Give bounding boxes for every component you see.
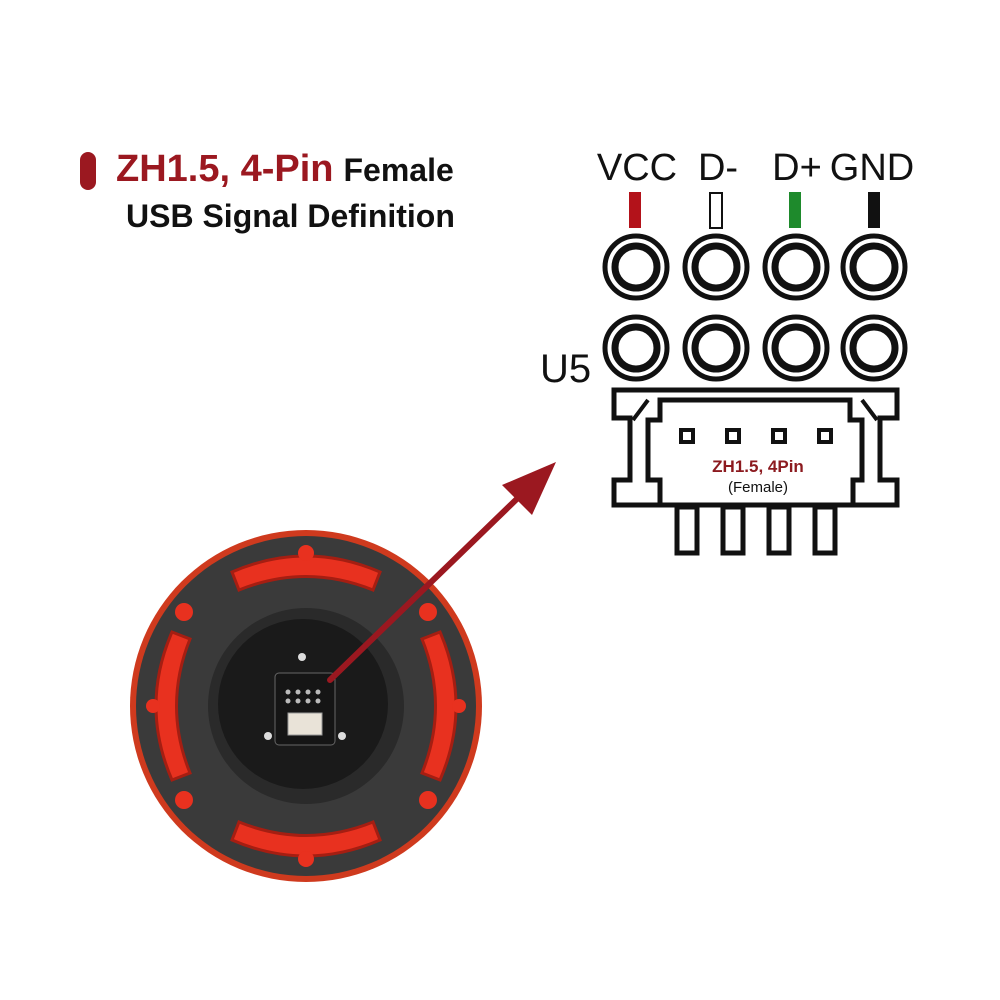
housing-screw-holes xyxy=(146,545,466,867)
housing-red-windows xyxy=(154,554,458,858)
pad-row-bottom xyxy=(602,314,908,382)
heading-title: ZH1.5, 4-Pin xyxy=(116,148,334,190)
pin-label-vcc: VCC xyxy=(597,147,677,189)
pin-label-dplus: D+ xyxy=(772,147,822,189)
mini-board xyxy=(264,653,346,746)
connector-contacts xyxy=(679,428,833,444)
wire-marker-dplus xyxy=(789,192,801,228)
heading-title-suffix: Female xyxy=(343,152,454,188)
pin-label-gnd: GND xyxy=(830,147,914,189)
board-label-u5: U5 xyxy=(540,347,591,391)
connector-gender: (Female) xyxy=(728,479,788,496)
wire-marker-dminus xyxy=(709,192,723,229)
wire-marker-gnd xyxy=(868,192,880,228)
heading-bullet xyxy=(80,152,96,190)
pin-label-dminus: D- xyxy=(698,147,738,189)
pin-pads xyxy=(602,233,908,382)
wire-marker-vcc xyxy=(629,192,641,228)
connector-name: ZH1.5, 4Pin xyxy=(712,457,804,476)
connector-legs xyxy=(674,504,838,556)
pointer-arrow xyxy=(327,462,556,683)
heading-subtitle: USB Signal Definition xyxy=(126,198,455,234)
pad-row-top xyxy=(602,233,908,301)
